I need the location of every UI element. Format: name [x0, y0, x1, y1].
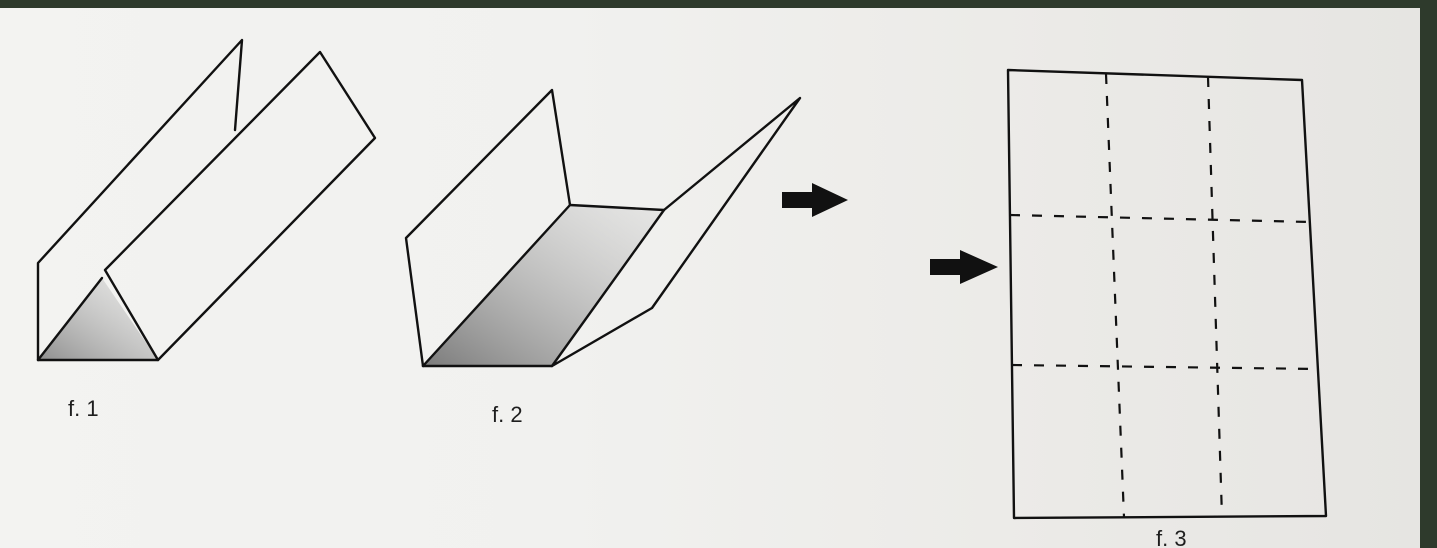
right-arrow-icon	[930, 250, 998, 284]
figure-1-label: f. 1	[68, 396, 99, 421]
figure-3-label: f. 3	[1156, 526, 1187, 548]
figure-1-shaded-face	[38, 278, 158, 360]
figure-1-folded-paper	[36, 38, 377, 362]
figure-3-sheet	[1006, 68, 1328, 520]
figure-1-inner-edge	[36, 276, 104, 362]
folding-diagram	[36, 38, 1328, 520]
figure-3-vertical-fold-line	[1206, 76, 1224, 518]
figure-2-shaded-floor	[423, 205, 664, 366]
figure-1-back-panel	[36, 38, 244, 362]
figure-3-horizontal-fold-line	[1011, 363, 1319, 371]
figure-2-label: f. 2	[492, 402, 523, 427]
right-arrow-icon	[782, 183, 848, 217]
figure-3-vertical-fold-line	[1104, 73, 1126, 518]
figure-2-back-edge	[568, 203, 666, 212]
figure-2-opened-paper	[404, 88, 802, 368]
figure-3-horizontal-fold-line	[1009, 213, 1311, 224]
figure-2-right-flap	[550, 96, 802, 368]
figure-2-left-wall	[404, 88, 572, 368]
book-page: f. 1 f. 2 f. 3	[0, 8, 1420, 548]
figure-1-front-panel	[103, 50, 377, 362]
figure-2-fold-line	[421, 203, 572, 368]
figure-3-sheet-outline	[1006, 68, 1328, 520]
